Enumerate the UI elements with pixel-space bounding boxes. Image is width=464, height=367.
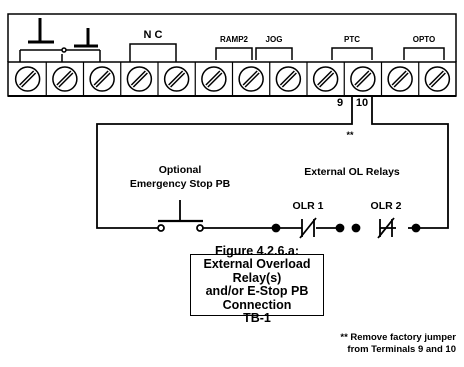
screw-terminal-12 — [424, 66, 451, 92]
screw-terminals — [14, 62, 451, 96]
screw-terminal-9 — [312, 62, 345, 96]
screw-terminal-5 — [163, 62, 196, 96]
screw-terminal-6 — [201, 62, 234, 96]
figure-caption-line3: and/or E-Stop PB Connection — [205, 284, 309, 312]
terminal-10-label: 10 — [356, 97, 368, 109]
estop-label-line1: Optional — [159, 164, 202, 176]
estop-pushbutton — [157, 200, 204, 232]
terminal-9-label: 9 — [337, 97, 343, 109]
figure-caption-line4: TB-1 — [243, 311, 271, 325]
pushbutton-symbols — [19, 18, 101, 62]
screw-terminal-11 — [387, 62, 420, 96]
label-nc: N C — [144, 29, 163, 41]
screw-terminal-7 — [238, 62, 271, 96]
estop-label-line2: Emergency Stop PB — [130, 178, 231, 190]
label-ramp2: RAMP2 — [220, 35, 249, 44]
bracket-jog — [255, 47, 293, 60]
jumper-footnote: ** Remove factory jumper from Terminals … — [340, 332, 456, 356]
olr1-label: OLR 1 — [293, 200, 324, 212]
screw-terminal-1 — [14, 62, 47, 96]
figure-caption-line1: Figure 4.2.6.a: — [214, 243, 300, 258]
bracket-opto — [403, 47, 445, 60]
olr2-label: OLR 2 — [371, 200, 402, 212]
label-opto: OPTO — [413, 35, 436, 44]
olr1-contact — [271, 217, 345, 239]
footnote-line2: from Terminals 9 and 10 — [347, 344, 456, 355]
jumper-note-marker: ** — [346, 130, 354, 140]
label-jog: JOG — [266, 35, 283, 44]
olr2-contact — [351, 217, 421, 239]
screw-terminal-10 — [350, 62, 383, 96]
screw-terminal-3 — [89, 62, 122, 96]
screw-terminal-4 — [126, 62, 159, 96]
olr-group-label: External OL Relays — [304, 166, 400, 178]
figure-caption: Figure 4.2.6.a: External Overload Relay(… — [190, 244, 324, 325]
screw-terminal-8 — [275, 62, 308, 96]
label-ptc: PTC — [344, 35, 360, 44]
bracket-ramp2 — [215, 47, 253, 60]
figure-caption-line2: External Overload Relay(s) — [203, 257, 311, 285]
wiring-loop — [96, 96, 449, 229]
screw-terminal-2 — [52, 62, 85, 96]
bracket-ptc — [331, 47, 373, 60]
footnote-line1: ** Remove factory jumper — [340, 332, 456, 343]
bracket-nc — [129, 43, 177, 62]
